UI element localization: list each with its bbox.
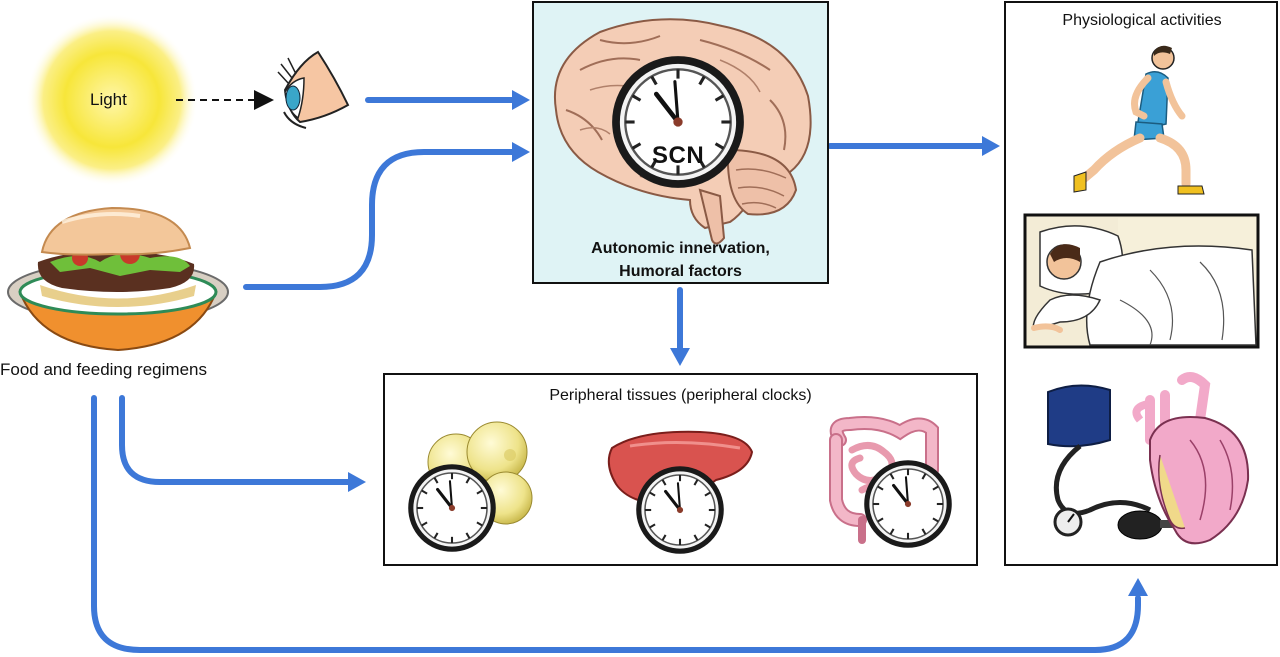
fat-clock-icon [411,467,493,549]
scn-label: SCN [652,142,705,169]
burger-icon [7,206,229,352]
flow-arrows [91,97,1141,653]
arrowhead-scn-1 [512,90,530,110]
arrow-food-to-physiological [91,395,1141,653]
runner-icon [1073,45,1205,195]
intestine-clock-icon [867,463,949,545]
sleeper-icon [1023,213,1260,349]
autonomic-humoral-label: Autonomic innervation, Humoral factors [533,237,828,283]
arrowhead-physiological-bottom [1128,578,1148,596]
food-label: Food and feeding regimens [0,360,207,379]
peripheral-tissues-label: Peripheral tissues (peripheral clocks) [549,387,812,404]
arrow-food-to-peripheral [119,395,353,485]
arrowhead-peripheral-top [670,348,690,366]
arrow-heads [348,90,1148,596]
heart-icon [1132,371,1250,545]
autonomic-label-line1: Autonomic innervation, [591,240,770,257]
liver-clock-icon [639,469,721,551]
physiological-activities-label: Physiological activities [1062,12,1222,29]
light-label: Light [90,90,127,109]
arrow-food-to-scn [243,149,518,290]
eye-icon [277,50,350,129]
sun-icon [26,14,198,186]
arrowhead-physiological [982,136,1000,156]
arrowhead-peripheral-left [348,472,366,492]
autonomic-label-line2: Humoral factors [619,263,742,280]
arrowhead-scn-2 [512,142,530,162]
blood-pressure-cuff-icon [1047,384,1174,540]
